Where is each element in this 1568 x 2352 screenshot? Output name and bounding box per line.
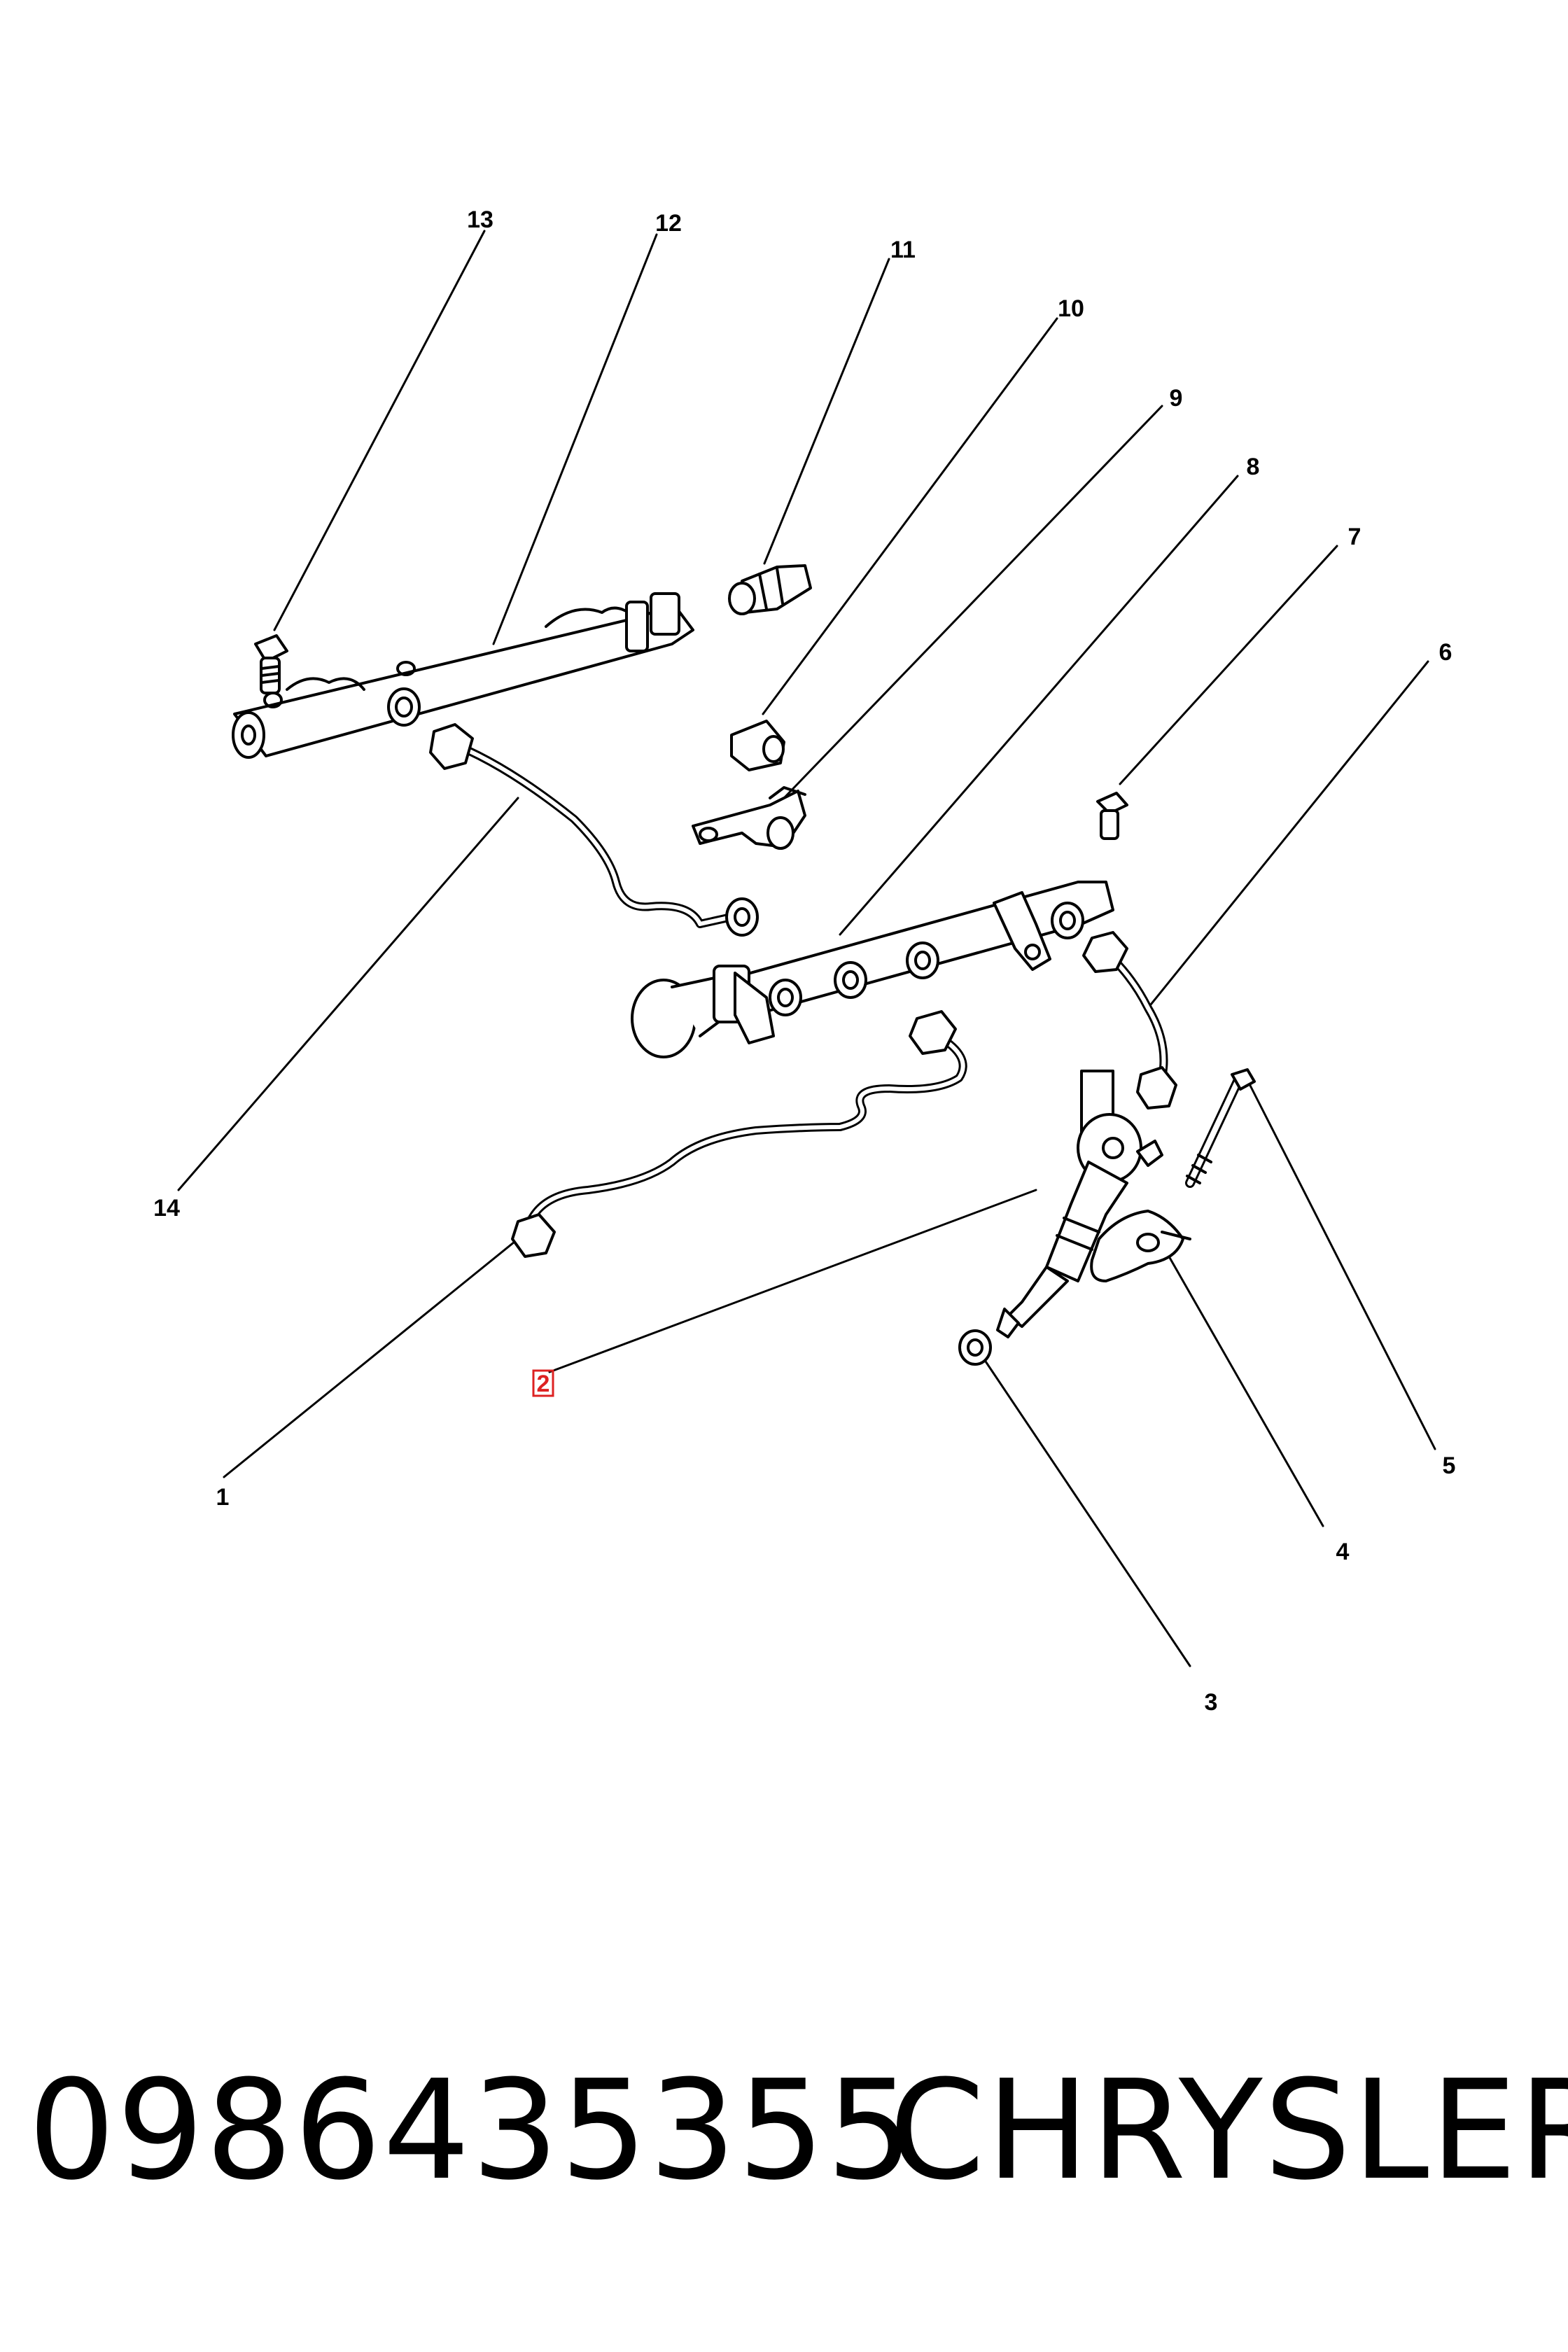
fuel-line-part-6 bbox=[1082, 931, 1177, 1110]
callout-1: 1 bbox=[216, 1484, 230, 1511]
pressure-sensor-part-11 bbox=[728, 564, 812, 615]
callout-13: 13 bbox=[467, 206, 493, 233]
callout-6: 6 bbox=[1439, 639, 1452, 666]
fuel-line-part-14 bbox=[429, 723, 759, 937]
fuel-line-part-1 bbox=[511, 1010, 967, 1258]
bracket-part-9 bbox=[692, 786, 806, 850]
leader-lines bbox=[177, 230, 1436, 1667]
callout-3: 3 bbox=[1205, 1689, 1218, 1716]
injector-part-2 bbox=[996, 1070, 1163, 1338]
callout-5: 5 bbox=[1443, 1452, 1456, 1479]
callout-2: 2 bbox=[537, 1371, 550, 1397]
fuel-rail-upper-part-12 bbox=[232, 592, 694, 759]
callout-7: 7 bbox=[1348, 524, 1362, 550]
callout-4: 4 bbox=[1336, 1539, 1350, 1565]
callout-9: 9 bbox=[1170, 385, 1183, 412]
part-number: 0986435355 bbox=[28, 2051, 916, 2211]
callout-12: 12 bbox=[655, 210, 682, 237]
brand-name: CHRYSLER bbox=[889, 2051, 1568, 2211]
bolt-part-5 bbox=[1185, 1068, 1256, 1188]
callout-2-highlight-box bbox=[532, 1369, 554, 1397]
callout-11: 11 bbox=[890, 237, 916, 263]
callout-labels: 13 12 11 10 9 8 7 6 5 4 3 2 1 14 bbox=[153, 206, 1455, 1716]
footer-caption: 0986435355 CHRYSLER bbox=[0, 2051, 1568, 2261]
callout-14: 14 bbox=[153, 1195, 180, 1222]
washer-part-3 bbox=[958, 1329, 992, 1366]
callout-10: 10 bbox=[1058, 295, 1084, 322]
clamp-part-4 bbox=[1090, 1210, 1191, 1282]
spacer-part-10 bbox=[730, 720, 785, 771]
callout-8: 8 bbox=[1247, 454, 1260, 480]
bolt-part-13 bbox=[254, 634, 288, 694]
bolt-part-7 bbox=[1096, 792, 1128, 840]
fuel-rail-lower-part-8 bbox=[631, 881, 1114, 1058]
